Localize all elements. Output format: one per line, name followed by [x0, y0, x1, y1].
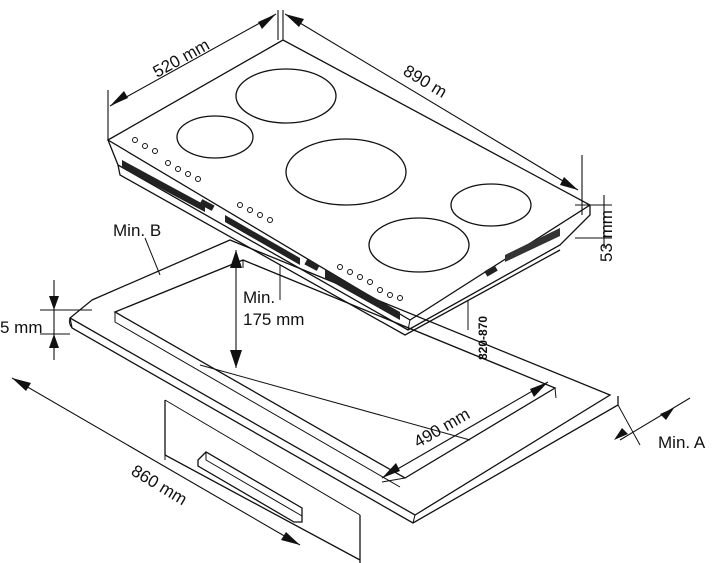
cooking-zone-rear-left [235, 68, 337, 124]
min-a-label: Min. A [658, 433, 706, 452]
min-175-label-line1: Min. [243, 288, 275, 307]
cooking-zone-front-left [176, 115, 254, 159]
min-b-label: Min. B [113, 221, 161, 240]
dim-820-870: 820-870 [467, 300, 490, 360]
dim-min-a: Min. A [614, 397, 706, 452]
dim-890-label: 890 m [400, 61, 450, 102]
cooking-zone-front-right [368, 217, 470, 273]
drawer-handle [197, 451, 303, 523]
dim-860-label: 860 mm [128, 461, 190, 509]
dim-min-175: Min. 175 mm [230, 250, 304, 368]
cooking-zone-center [285, 138, 407, 206]
worktop-height-label: 820-870 [476, 316, 490, 360]
dim-5-label: 5 mm [0, 318, 43, 337]
cabinet-front [164, 399, 361, 563]
dim-53: 53 mm [575, 195, 616, 262]
dim-53-label: 53 mm [597, 210, 616, 262]
dim-860: 860 mm [11, 377, 301, 546]
dim-min-b: Min. B [113, 221, 161, 276]
min-175-label-line2: 175 mm [243, 310, 304, 329]
dim-520-label: 520 mm [150, 35, 213, 81]
dim-490-label: 490 mm [411, 404, 474, 451]
hob-unit [106, 39, 592, 336]
dim-490: 490 mm [381, 381, 557, 483]
cooking-zone-rear-right [450, 183, 532, 227]
dim-5: 5 mm [0, 280, 92, 360]
vent-grille [122, 160, 560, 320]
dim-890: 890 m [282, 10, 583, 215]
touch-controls [132, 137, 403, 301]
